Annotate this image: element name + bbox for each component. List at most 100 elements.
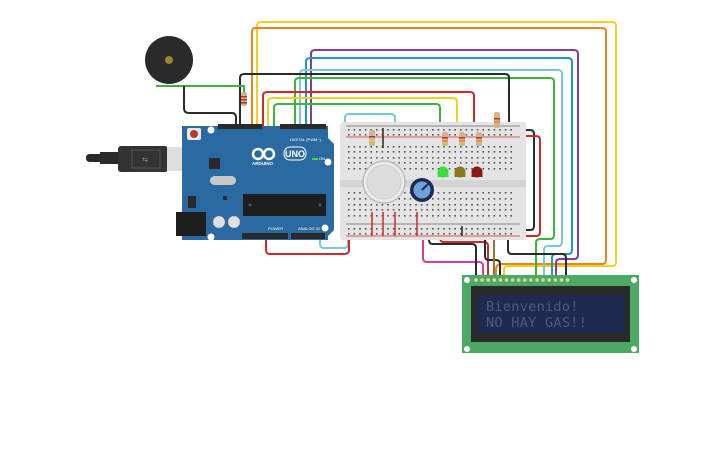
breadboard-hole[interactable]: [448, 157, 451, 159]
breadboard-hole[interactable]: [381, 209, 384, 211]
breadboard-hole[interactable]: [499, 192, 501, 194]
breadboard-hole[interactable]: [426, 129, 428, 131]
wire-black-lcd-2[interactable]: [507, 232, 567, 278]
breadboard-hole[interactable]: [353, 134, 356, 136]
breadboard-hole[interactable]: [493, 228, 496, 230]
breadboard-hole[interactable]: [493, 233, 496, 235]
breadboard-hole[interactable]: [437, 146, 440, 148]
wire-sensor-lightblue-top[interactable]: [344, 113, 396, 150]
breadboard-hole[interactable]: [376, 157, 378, 159]
breadboard-hole[interactable]: [432, 204, 434, 206]
breadboard-hole[interactable]: [510, 162, 512, 164]
breadboard-hole[interactable]: [460, 192, 462, 194]
breadboard-hole[interactable]: [488, 215, 490, 217]
breadboard-hole[interactable]: [392, 134, 395, 136]
resistor-top[interactable]: [494, 112, 500, 128]
breadboard-hole[interactable]: [510, 134, 512, 136]
breadboard-hole[interactable]: [409, 157, 412, 159]
breadboard-hole[interactable]: [510, 146, 512, 148]
breadboard-hole[interactable]: [415, 162, 417, 164]
breadboard-hole[interactable]: [353, 129, 356, 131]
breadboard-hole[interactable]: [432, 162, 434, 164]
breadboard-hole[interactable]: [404, 134, 406, 136]
breadboard-hole[interactable]: [392, 151, 395, 153]
breadboard-hole[interactable]: [404, 162, 406, 164]
breadboard-hole[interactable]: [443, 228, 445, 230]
breadboard-hole[interactable]: [482, 215, 484, 217]
wire-orange-lcd[interactable]: [251, 27, 607, 278]
breadboard-hole[interactable]: [432, 228, 434, 230]
breadboard-hole[interactable]: [454, 198, 456, 200]
power-jack[interactable]: [176, 212, 206, 236]
breadboard-hole[interactable]: [510, 215, 512, 217]
breadboard-hole[interactable]: [482, 228, 484, 230]
breadboard-hole[interactable]: [454, 209, 456, 211]
breadboard-hole[interactable]: [471, 129, 473, 131]
breadboard-hole[interactable]: [370, 151, 372, 153]
breadboard-hole[interactable]: [499, 215, 501, 217]
breadboard-hole[interactable]: [448, 209, 451, 211]
breadboard-hole[interactable]: [437, 204, 440, 206]
breadboard-hole[interactable]: [482, 146, 484, 148]
breadboard-hole[interactable]: [364, 204, 367, 206]
breadboard-hole[interactable]: [370, 204, 372, 206]
breadboard-hole[interactable]: [420, 209, 423, 211]
breadboard-hole[interactable]: [409, 198, 412, 200]
wire-green-lcd[interactable]: [294, 77, 555, 278]
breadboard-hole[interactable]: [460, 157, 462, 159]
breadboard-hole[interactable]: [381, 151, 384, 153]
breadboard-hole[interactable]: [488, 192, 490, 194]
breadboard-hole[interactable]: [443, 129, 445, 131]
breadboard-hole[interactable]: [409, 129, 412, 131]
breadboard-hole[interactable]: [471, 157, 473, 159]
breadboard-hole[interactable]: [426, 151, 428, 153]
breadboard-hole[interactable]: [482, 134, 484, 136]
breadboard-hole[interactable]: [460, 209, 462, 211]
breadboard-hole[interactable]: [482, 157, 484, 159]
breadboard-hole[interactable]: [387, 157, 389, 159]
breadboard-hole[interactable]: [387, 228, 389, 230]
breadboard-hole[interactable]: [437, 129, 440, 131]
breadboard-hole[interactable]: [482, 204, 484, 206]
breadboard-hole[interactable]: [471, 228, 473, 230]
breadboard-hole[interactable]: [488, 209, 490, 211]
breadboard-hole[interactable]: [510, 168, 512, 170]
breadboard-hole[interactable]: [392, 233, 395, 235]
resistor-sensor[interactable]: [369, 130, 375, 146]
breadboard-hole[interactable]: [448, 198, 451, 200]
breadboard-hole[interactable]: [504, 157, 507, 159]
breadboard-hole[interactable]: [499, 162, 501, 164]
breadboard-hole[interactable]: [364, 228, 367, 230]
breadboard-hole[interactable]: [465, 162, 468, 164]
breadboard-hole[interactable]: [409, 168, 412, 170]
breadboard-hole[interactable]: [415, 209, 417, 211]
breadboard-hole[interactable]: [454, 168, 456, 170]
breadboard-hole[interactable]: [488, 129, 490, 131]
led-red[interactable]: [471, 166, 483, 178]
breadboard-hole[interactable]: [510, 204, 512, 206]
breadboard-hole[interactable]: [482, 151, 484, 153]
breadboard-hole[interactable]: [398, 146, 400, 148]
breadboard-hole[interactable]: [348, 198, 350, 200]
breadboard-hole[interactable]: [493, 129, 496, 131]
breadboard-hole[interactable]: [353, 157, 356, 159]
breadboard-hole[interactable]: [504, 198, 507, 200]
breadboard-hole[interactable]: [499, 157, 501, 159]
breadboard-hole[interactable]: [488, 157, 490, 159]
breadboard-hole[interactable]: [398, 204, 400, 206]
breadboard-hole[interactable]: [415, 215, 417, 217]
breadboard-hole[interactable]: [448, 162, 451, 164]
breadboard-hole[interactable]: [499, 209, 501, 211]
breadboard-hole[interactable]: [482, 198, 484, 200]
breadboard-hole[interactable]: [448, 129, 451, 131]
breadboard-hole[interactable]: [437, 151, 440, 153]
breadboard-hole[interactable]: [460, 215, 462, 217]
breadboard-hole[interactable]: [460, 146, 462, 148]
breadboard-hole[interactable]: [387, 204, 389, 206]
breadboard-hole[interactable]: [504, 228, 507, 230]
breadboard-hole[interactable]: [493, 198, 496, 200]
breadboard-hole[interactable]: [488, 228, 490, 230]
breadboard-hole[interactable]: [364, 162, 367, 164]
breadboard-hole[interactable]: [460, 233, 462, 235]
breadboard-hole[interactable]: [392, 146, 395, 148]
